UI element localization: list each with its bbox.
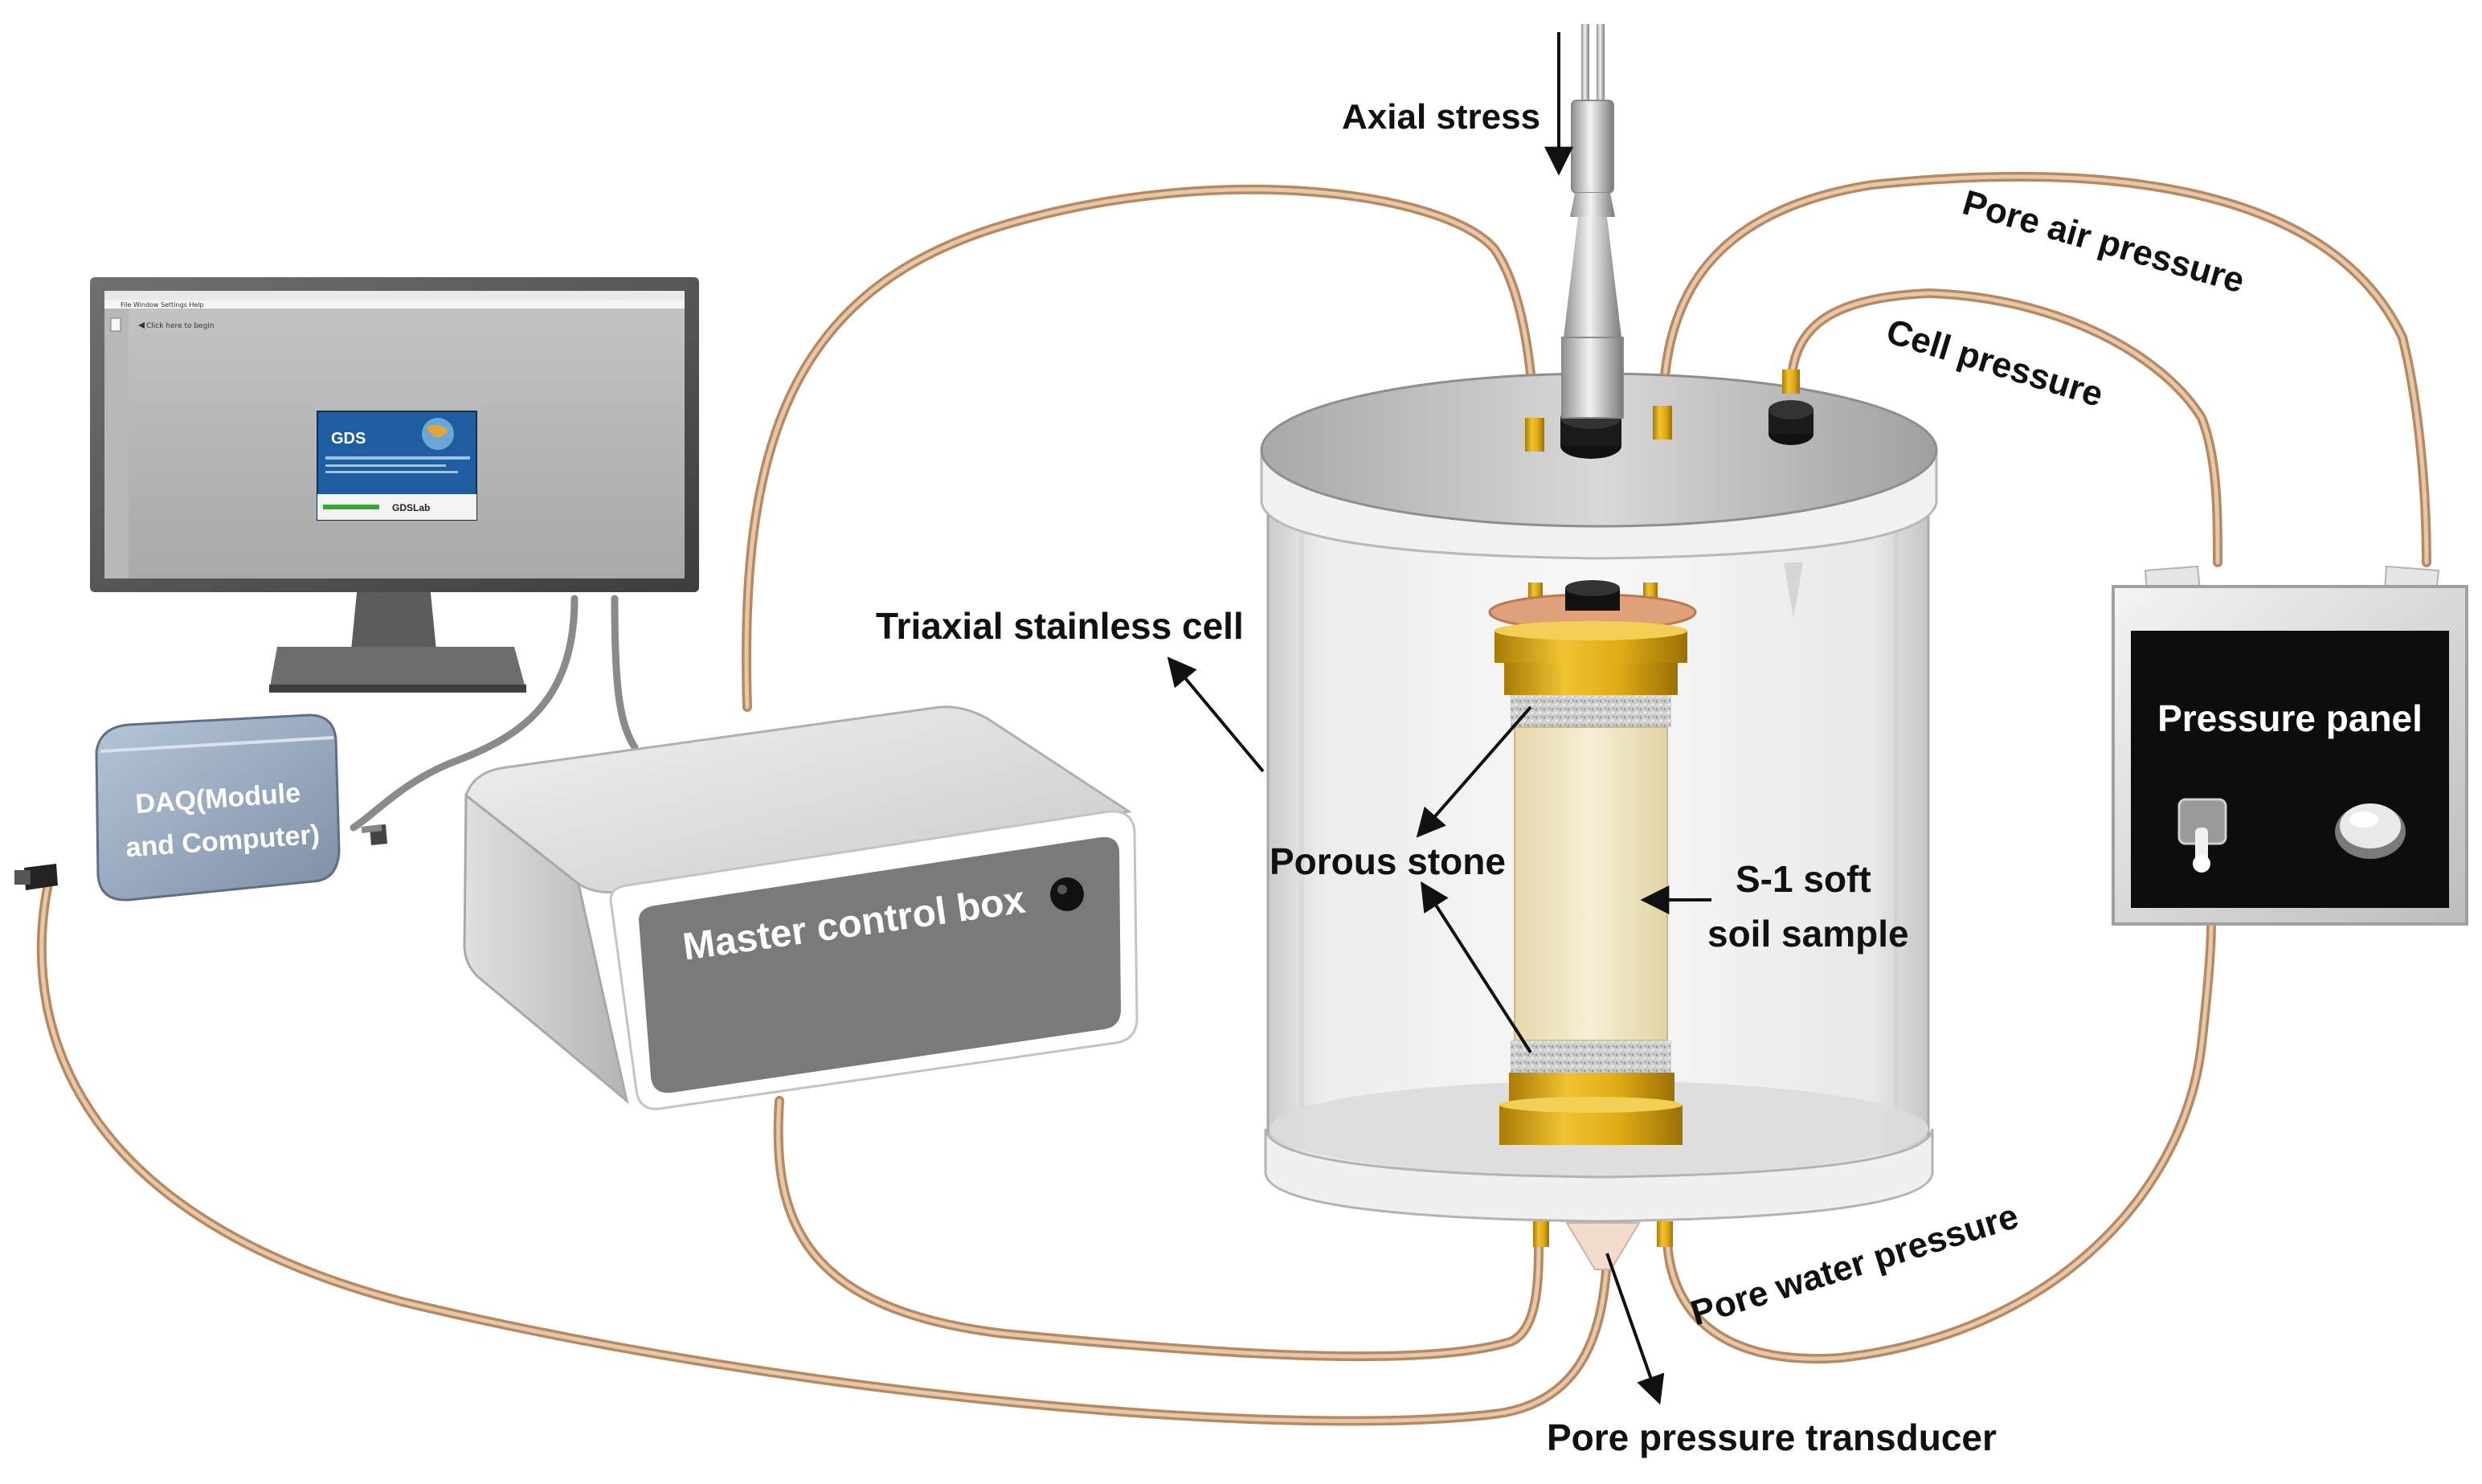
porous-stone-label: Porous stone (1270, 840, 1506, 882)
porous-stone-bottom (1511, 1040, 1671, 1073)
axial-stress-label: Axial stress (1342, 97, 1540, 137)
loading-ram (1561, 24, 1624, 419)
sample-label-1: S-1 soft (1736, 858, 1871, 900)
box-top (464, 705, 1133, 893)
pore-pressure-transducer-label: Pore pressure transducer (1547, 1417, 1997, 1458)
document-icon[interactable] (110, 317, 121, 332)
soil-sample (1514, 726, 1668, 1041)
arrow-triaxial-cell (1167, 656, 1265, 773)
monitor-menu-bar: File Window Settings Help (121, 301, 204, 309)
triaxial-cell-label: Triaxial stainless cell (876, 605, 1244, 647)
cable-monitor-to-box (611, 595, 639, 751)
splash-logo: GDS (331, 430, 366, 448)
knob-icon[interactable] (2335, 803, 2406, 859)
daq-module: DAQ(Module and Computer) (14, 713, 387, 901)
porous-stone-top (1511, 695, 1671, 727)
splash-product: GDSLab (392, 502, 430, 513)
start-hint[interactable]: Click here to begin (146, 322, 215, 330)
splash-progress-bar (323, 505, 379, 509)
pressure-panel: Pressure panel (2112, 565, 2468, 926)
monitor-stand-neck (350, 585, 438, 667)
brass-fitting-mid (1653, 406, 1672, 439)
power-button-icon[interactable] (1050, 877, 1084, 911)
monitor: File Window Settings Help Click here to … (90, 277, 699, 693)
box-side (463, 792, 629, 1104)
sample-label-2: soil sample (1707, 913, 1909, 955)
monitor-stand-base (269, 647, 526, 691)
panel-face (2131, 631, 2449, 908)
pore-pressure-transducer-body (1565, 1222, 1641, 1270)
arrow-transducer (1605, 1253, 1665, 1405)
arrow-porous-stone-bottom (1421, 881, 1532, 1054)
tubing (36, 171, 2431, 1426)
pressure-panel-label: Pressure panel (2157, 697, 2423, 739)
splash-window: GDS GDSLab (317, 411, 477, 521)
master-control-box: Master control box (463, 705, 1139, 1110)
daq-body (95, 713, 341, 901)
triaxial-cell (1260, 24, 1938, 1270)
arrow-left-icon (138, 322, 145, 329)
annotation-arrows (1167, 32, 1711, 1405)
brass-fitting-left (1525, 418, 1544, 452)
cable-monitor-to-daq (350, 595, 579, 832)
cell-base-rim (1264, 1128, 1934, 1223)
toggle-switch-icon[interactable] (2177, 798, 2227, 873)
arrow-porous-stone-top (1416, 705, 1532, 838)
